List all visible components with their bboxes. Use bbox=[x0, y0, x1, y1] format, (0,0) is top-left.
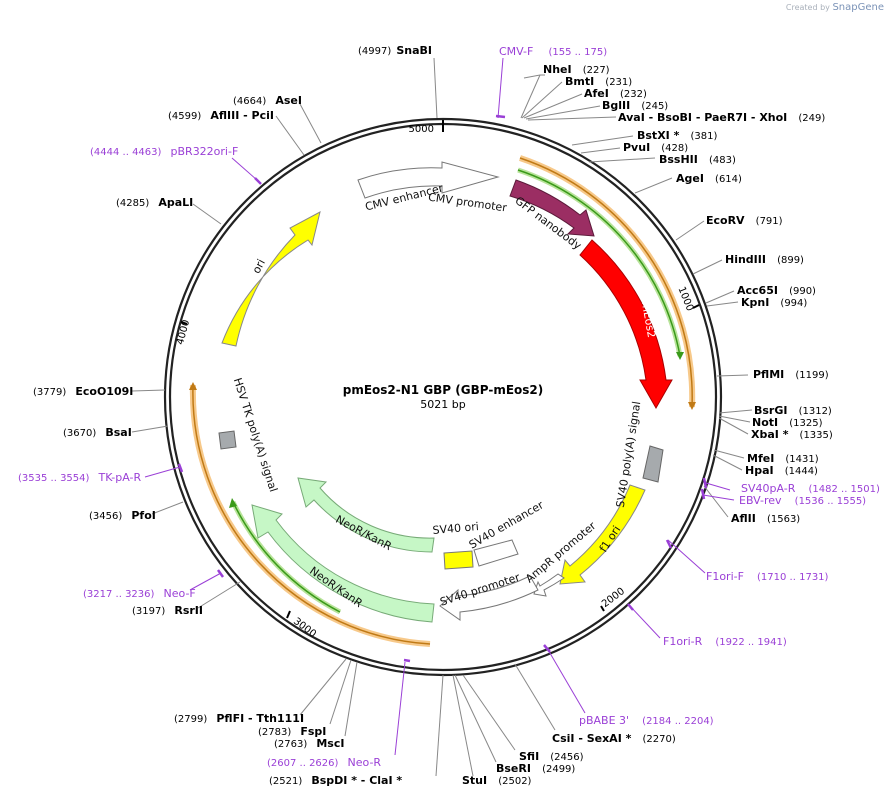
primer-label-ebv-rev: EBV-rev (1536 .. 1555) bbox=[739, 489, 866, 508]
feature-neor-kanr-arrow-outer bbox=[251, 504, 435, 623]
primer-label-neo-f: (3217 .. 3236) Neo-F bbox=[83, 582, 196, 601]
feature-sv40-ori-box bbox=[443, 550, 474, 570]
feature-meos2-arrow bbox=[579, 239, 673, 410]
enzyme-label-ecoo109i: (3779) EcoO109I bbox=[33, 380, 133, 399]
enzyme-label-bsrgi: BsrGI (1312) bbox=[754, 399, 832, 418]
enzyme-label-bstxi: BstXI * (381) bbox=[637, 124, 717, 143]
primer-ticks bbox=[177, 114, 708, 663]
feature-f1-ori-arrow bbox=[559, 484, 646, 585]
primer-label-pbr322ori-f: (4444 .. 4463) pBR322ori-F bbox=[90, 140, 238, 159]
orf-arcs bbox=[189, 155, 696, 647]
enzyme-label-snabi: (4997) SnaBI bbox=[358, 39, 432, 58]
tick-label-3000: 3000 bbox=[291, 616, 318, 640]
plasmid-name: pmEos2-N1 GBP (GBP-mEos2) bbox=[343, 383, 544, 397]
feature-label-meos2: mEos2 bbox=[639, 300, 658, 339]
enzyme-label-bglii: BglII (245) bbox=[602, 94, 668, 113]
tick-label-2000: 2000 bbox=[600, 586, 627, 610]
enzyme-label-bsai: (3670) BsaI bbox=[63, 421, 132, 440]
enzyme-labels: (4997) SnaBI NheI (227) BmtI (231) AfeI … bbox=[33, 39, 833, 788]
enzyme-label-bmti: BmtI (231) bbox=[565, 70, 632, 89]
enzyme-label-pflmi: PflMI (1199) bbox=[753, 363, 829, 382]
feature-arrows bbox=[218, 161, 673, 623]
enzyme-label-rsrii: (3197) RsrII bbox=[132, 599, 203, 618]
primer-label-neo-r: (2607 .. 2626) Neo-R bbox=[267, 751, 381, 770]
enzyme-label-bsshii: BssHII (483) bbox=[659, 148, 736, 167]
enzyme-label-bseri: BseRI (2499) bbox=[496, 757, 575, 776]
enzyme-label-fspi: (2783) FspI bbox=[258, 720, 326, 739]
feature-sv40-promoter-arrow bbox=[439, 575, 539, 621]
primer-label-f1ori-f: F1ori-F (1710 .. 1731) bbox=[706, 565, 829, 584]
tick-label-5000: 5000 bbox=[409, 124, 434, 135]
enzyme-label-mfei: MfeI (1431) bbox=[747, 447, 819, 466]
enzyme-label-afliii-pcii: (4599) AflIII - PciI bbox=[168, 104, 274, 123]
primer-connectors bbox=[144, 57, 735, 756]
enzyme-label-sfii: SfiI (2456) bbox=[519, 745, 584, 764]
enzyme-label-hpai: HpaI (1444) bbox=[745, 459, 818, 478]
feature-sv40-polya-box bbox=[642, 445, 664, 483]
enzyme-label-asei: (4664) AseI bbox=[233, 89, 302, 108]
feature-gfp-nanobody-arrow bbox=[509, 179, 595, 237]
enzyme-connectors bbox=[131, 57, 753, 777]
feature-neor-kanr-arrow-inner bbox=[297, 477, 435, 553]
enzyme-label-aflii: AflII (1563) bbox=[731, 507, 800, 526]
primer-label-sv40pa-r: SV40pA-R (1482 .. 1501) bbox=[741, 477, 880, 496]
feature-label-sv40-ori: SV40 ori bbox=[432, 520, 479, 537]
snapgene-logo-text: SnapGene bbox=[832, 2, 884, 13]
tick-label-4000: 4000 bbox=[175, 319, 192, 346]
feature-sv40-enhancer-box bbox=[473, 539, 519, 567]
enzyme-label-acc65i: Acc65I (990) bbox=[737, 279, 816, 298]
primer-labels: CMV-F (155 .. 175) SV40pA-R (1482 .. 150… bbox=[18, 40, 880, 770]
enzyme-label-bspdi-clai: (2521) BspDI * - ClaI * bbox=[269, 769, 402, 788]
backbone-inner-ring bbox=[168, 122, 718, 672]
watermark-created-by: Created by bbox=[785, 3, 830, 12]
enzyme-label-kpni: KpnI (994) bbox=[741, 291, 807, 310]
plasmid-length: 5021 bp bbox=[420, 398, 465, 411]
enzyme-label-agei: AgeI (614) bbox=[676, 167, 742, 186]
enzyme-label-noti: NotI (1325) bbox=[752, 411, 823, 430]
snapgene-watermark: Created by SnapGene bbox=[786, 2, 884, 13]
enzyme-label-pvui: PvuI (428) bbox=[623, 136, 688, 155]
feature-label-ori: ori bbox=[250, 257, 268, 276]
enzyme-label-avai-group: AvaI - BsoBI - PaeR7I - XhoI (249) bbox=[618, 106, 825, 125]
primer-label-pbabe3: pBABE 3' (2184 .. 2204) bbox=[579, 709, 714, 728]
enzyme-label-xbai: XbaI * (1335) bbox=[751, 423, 833, 442]
feature-label-cmv-promoter: CMV promoter bbox=[427, 191, 508, 215]
feature-ori-arrow bbox=[221, 211, 321, 347]
feature-cmv-enhancer-arrow bbox=[357, 161, 500, 199]
enzyme-label-pflfi-tth111i: (2799) PflFI - Tth111I bbox=[174, 707, 304, 726]
enzyme-label-msci: (2763) MscI bbox=[274, 732, 344, 751]
primer-label-f1ori-r: F1ori-R (1922 .. 1941) bbox=[663, 630, 787, 649]
enzyme-label-stui: StuI (2502) bbox=[462, 769, 532, 788]
feature-label-hsv-tk-polya: HSV TK poly(A) signal bbox=[231, 376, 280, 493]
enzyme-label-hindiii: HindIII (899) bbox=[725, 248, 804, 267]
enzyme-label-nhei: NheI (227) bbox=[543, 58, 610, 77]
primer-label-tk-pa-r: (3535 .. 3554) TK-pA-R bbox=[18, 466, 141, 485]
enzyme-label-pfoi: (3456) PfoI bbox=[89, 504, 156, 523]
feature-hsv-tk-polya-box bbox=[218, 430, 237, 450]
enzyme-label-afei: AfeI (232) bbox=[584, 82, 647, 101]
enzyme-label-csii-sexai: CsiI - SexAI * (2270) bbox=[552, 727, 676, 746]
enzyme-label-apali: (4285) ApaLI bbox=[116, 191, 193, 210]
primer-label-cmv-f: CMV-F (155 .. 175) bbox=[499, 40, 607, 59]
enzyme-label-ecorv: EcoRV (791) bbox=[706, 209, 783, 228]
